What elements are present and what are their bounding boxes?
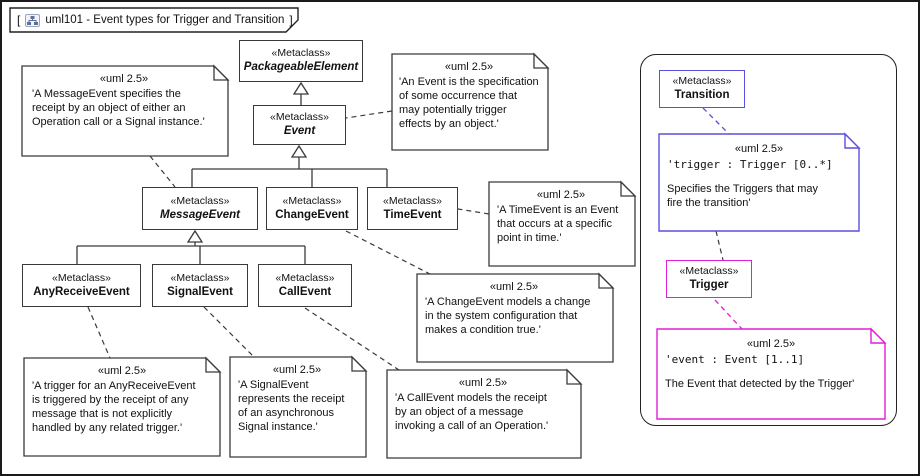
note-stereotype: «uml 2.5» [536,189,586,201]
note-any-receive-event: «uml 2.5» 'A trigger for an AnyReceiveEv… [32,364,212,435]
class-box-change-event: «Metaclass» ChangeEvent [266,187,358,230]
note-body: 'A CallEvent models the receipt by an ob… [395,392,549,432]
stereotype-label: «Metaclass» [672,75,732,87]
stereotype-label: «Metaclass» [271,47,331,59]
class-box-event: «Metaclass» Event [253,105,346,145]
generalization-arrow [290,144,308,158]
class-name: PackageableElement [243,61,359,73]
note-attribute: 'trigger : Trigger [0..*] [667,158,833,171]
note-stereotype: «uml 2.5» [734,143,784,155]
class-box-trigger: «Metaclass» Trigger [666,260,752,298]
note-stereotype: «uml 2.5» [272,364,322,376]
stereotype-label: «Metaclass» [170,271,230,284]
note-transition-trigger-attribute: «uml 2.5» 'trigger : Trigger [0..*] Spec… [667,142,851,210]
class-name: TimeEvent [383,208,442,221]
note-stereotype: «uml 2.5» [97,365,147,377]
note-change-event: «uml 2.5» 'A ChangeEvent models a change… [425,280,603,337]
class-box-message-event: «Metaclass» MessageEvent [142,187,258,230]
class-box-signal-event: «Metaclass» SignalEvent [152,264,248,307]
frame-title: uml101 - Event types for Trigger and Tra… [45,14,285,26]
stereotype-label: «Metaclass» [52,271,111,284]
frame-open-bracket: [ [17,13,21,27]
transition-trigger-panel [640,54,897,426]
note-body: 'A ChangeEvent models a change in the sy… [425,296,591,336]
note-stereotype: «uml 2.5» [458,377,508,389]
class-name: Transition [674,89,730,101]
stereotype-label: «Metaclass» [282,194,342,207]
note-trigger-event-attribute: «uml 2.5» 'event : Event [1..1] The Even… [665,337,877,391]
note-description: The Event that detected by the Trigger' [665,378,855,390]
note-description: Specifies the Triggers that may fire the… [667,183,819,209]
class-name: ChangeEvent [275,208,349,221]
class-box-time-event: «Metaclass» TimeEvent [367,187,458,230]
stereotype-label: «Metaclass» [679,265,739,277]
note-body: 'A SignalEvent represents the receipt of… [238,379,345,433]
note-time-event: «uml 2.5» 'A TimeEvent is an Event that … [497,188,625,245]
note-stereotype: «uml 2.5» [99,73,149,85]
class-name: Event [283,125,316,137]
stereotype-label: «Metaclass» [170,194,230,207]
class-name: Trigger [689,279,729,291]
note-stereotype: «uml 2.5» [746,338,796,350]
stereotype-label: «Metaclass» [270,111,329,123]
note-message-event: «uml 2.5» 'A MessageEvent specifies the … [32,72,216,129]
class-box-transition: «Metaclass» Transition [659,70,745,108]
class-name: AnyReceiveEvent [33,285,130,298]
note-call-event: «uml 2.5» 'A CallEvent models the receip… [395,376,571,433]
note-body: 'An Event is the specification of some o… [399,76,539,130]
note-signal-event: «uml 2.5» 'A SignalEvent represents the … [238,363,356,434]
diagram-icon [25,13,41,27]
note-stereotype: «uml 2.5» [489,281,539,293]
note-shapes [21,52,887,459]
note-attribute: 'event : Event [1..1] [665,353,805,366]
class-box-packageable-element: «Metaclass» PackageableElement [239,40,363,82]
generalization-arrow [186,229,204,243]
frame-tab-shape [9,7,299,33]
class-name: SignalEvent [167,285,233,298]
class-box-any-receive-event: «Metaclass» AnyReceiveEvent [22,264,141,307]
class-name: CallEvent [278,285,332,298]
note-body: 'A TimeEvent is an Event that occurs at … [497,204,619,244]
stereotype-label: «Metaclass» [383,194,442,207]
note-stereotype: «uml 2.5» [444,61,494,73]
frame-close-bracket: ] [289,13,293,27]
generalization-arrow [292,81,310,95]
class-box-call-event: «Metaclass» CallEvent [258,264,352,307]
class-name: MessageEvent [160,208,240,221]
note-body: 'A MessageEvent specifies the receipt by… [32,88,205,128]
note-body: 'A trigger for an AnyReceiveEvent is tri… [32,380,196,434]
frame-title-tab: [ uml101 - Event types for Trigger and T… [17,11,293,29]
stereotype-label: «Metaclass» [275,271,335,284]
note-event: «uml 2.5» 'An Event is the specification… [399,60,539,131]
